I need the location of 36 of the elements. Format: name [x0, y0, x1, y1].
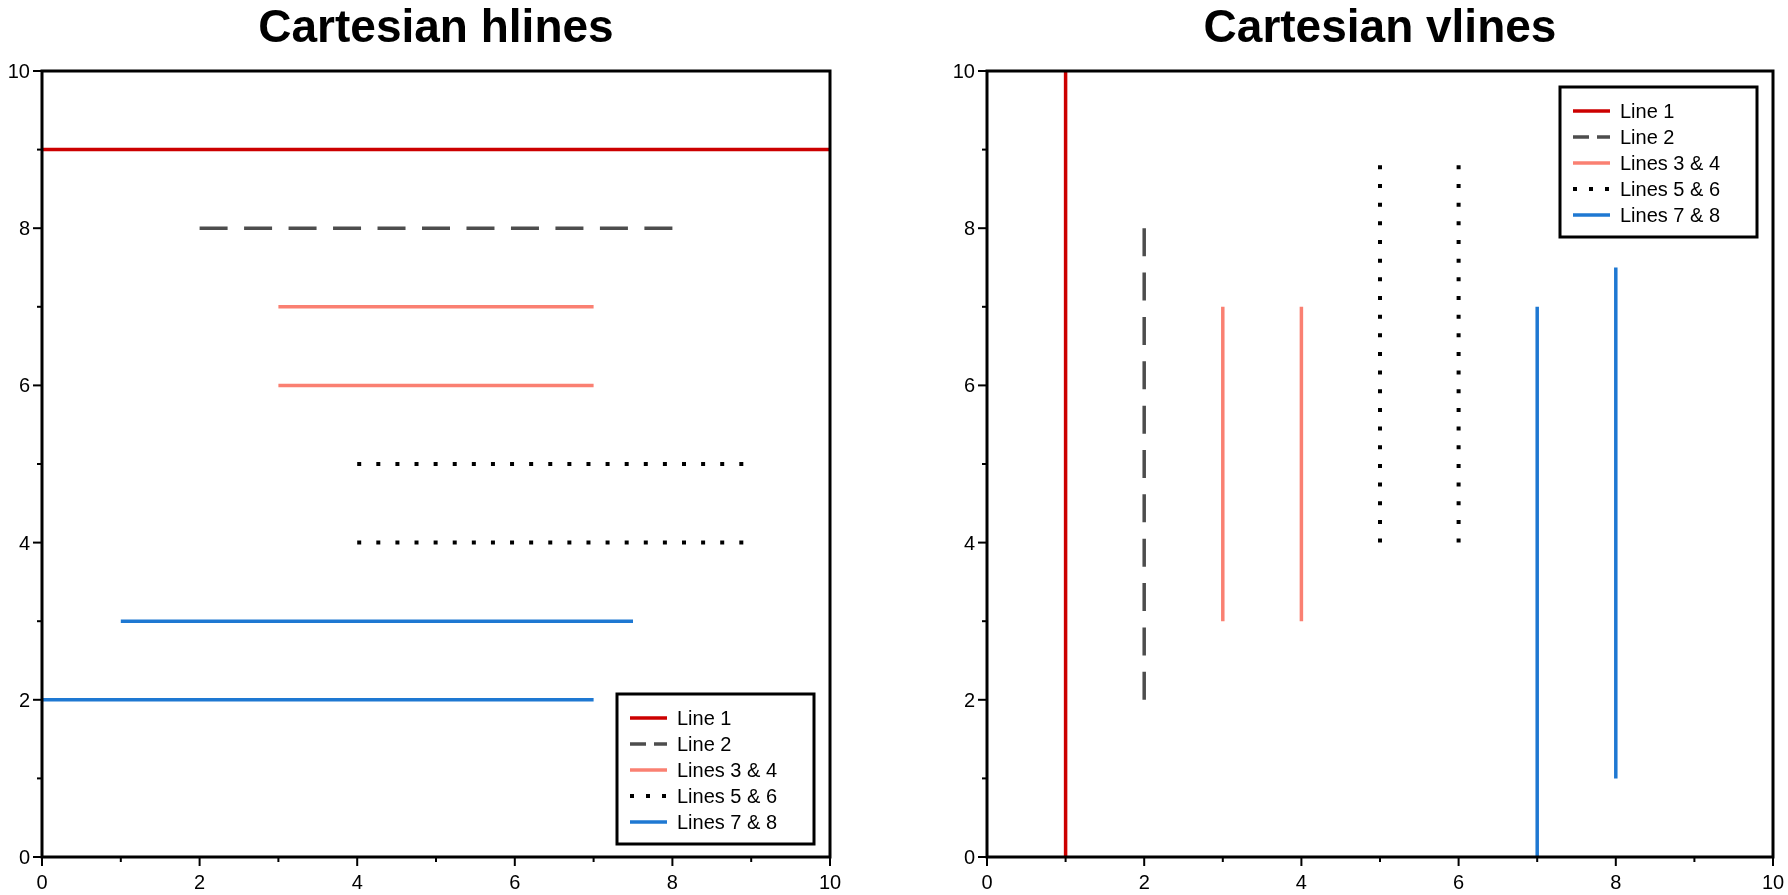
legend-label: Lines 3 & 4	[1620, 152, 1721, 174]
tick-label: 8	[18, 217, 30, 240]
legend-label: Lines 7 & 8	[677, 811, 778, 833]
tick-label: 6	[963, 374, 975, 397]
legend-label: Line 2	[677, 733, 732, 755]
tick-label: 8	[1610, 871, 1622, 893]
tick-label: 0	[981, 871, 993, 893]
tick-label: 10	[1761, 871, 1785, 893]
legend-label: Line 1	[1620, 100, 1675, 122]
tick-label: 10	[952, 60, 975, 82]
tick-label: 8	[666, 871, 678, 893]
tick-label: 0	[963, 846, 975, 868]
tick-label: 4	[963, 531, 975, 554]
legend-label: Lines 5 & 6	[1620, 178, 1721, 200]
legend-label: Line 2	[1620, 126, 1675, 148]
tick-label: 6	[509, 871, 521, 893]
legend-label: Lines 3 & 4	[677, 759, 778, 781]
tick-label: 4	[1295, 871, 1307, 893]
tick-label: 10	[7, 60, 30, 82]
tick-label: 4	[18, 531, 30, 554]
legend-label: Line 1	[677, 707, 732, 729]
tick-label: 6	[18, 374, 30, 397]
legend-label: Lines 7 & 8	[1620, 204, 1721, 226]
tick-label: 2	[18, 688, 30, 711]
chart-title: Cartesian hlines	[258, 0, 614, 52]
tick-label: 10	[818, 871, 842, 893]
tick-label: 0	[18, 846, 30, 868]
legend-label: Lines 5 & 6	[677, 785, 778, 807]
tick-label: 0	[36, 871, 48, 893]
chart-title: Cartesian vlines	[1203, 0, 1557, 52]
tick-label: 4	[351, 871, 363, 893]
tick-label: 8	[963, 217, 975, 240]
tick-label: 2	[1138, 871, 1150, 893]
tick-label: 2	[194, 871, 206, 893]
tick-label: 2	[963, 688, 975, 711]
tick-label: 6	[1453, 871, 1465, 893]
